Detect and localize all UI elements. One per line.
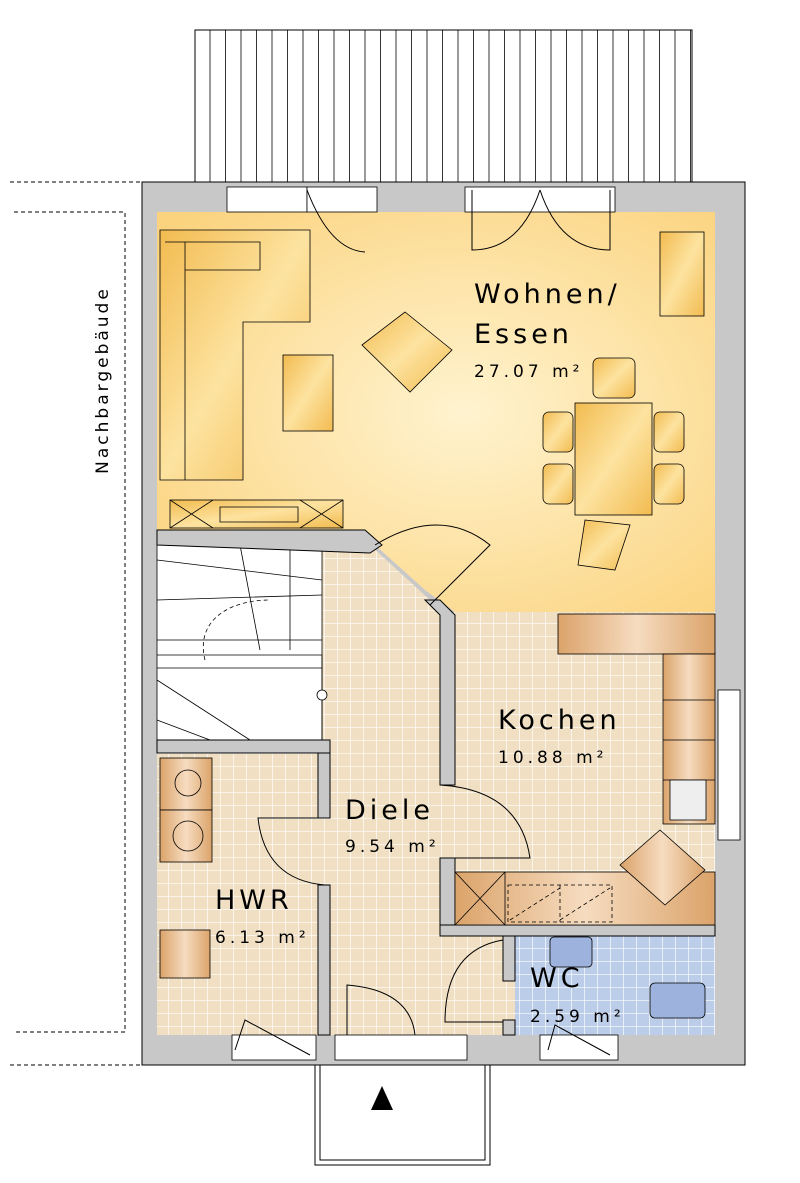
door-swings <box>234 189 611 1056</box>
room-area-kochen: 10.88 m² <box>498 748 608 768</box>
staircase <box>156 544 328 741</box>
room-label-wc: WC <box>530 963 584 994</box>
room-area-diele: 9.54 m² <box>345 837 440 857</box>
neighbor-building-label: Nachbargebäude <box>93 286 113 474</box>
room-label-diele: Diele <box>345 795 435 826</box>
room-label-wohnen: Wohnen/ <box>474 279 621 310</box>
wc-fixtures <box>549 936 706 1019</box>
entrance-arrow-icon <box>371 1086 393 1110</box>
living-furniture <box>159 229 705 571</box>
terrace <box>194 29 693 183</box>
kitchen-units <box>454 613 716 926</box>
entrance-porch <box>314 1064 491 1166</box>
neighbor-boundary <box>10 181 142 1066</box>
room-area-wc: 2.59 m² <box>530 1007 625 1027</box>
room-label-hwr: HWR <box>215 885 293 916</box>
room-label-kochen: Kochen <box>498 705 621 736</box>
windows <box>226 186 741 1061</box>
hwr-appliances <box>159 757 213 979</box>
room-area-wohnen: 27.07 m² <box>474 362 584 382</box>
room-label-essen: Essen <box>474 319 573 350</box>
room-area-hwr: 6.13 m² <box>215 928 310 948</box>
